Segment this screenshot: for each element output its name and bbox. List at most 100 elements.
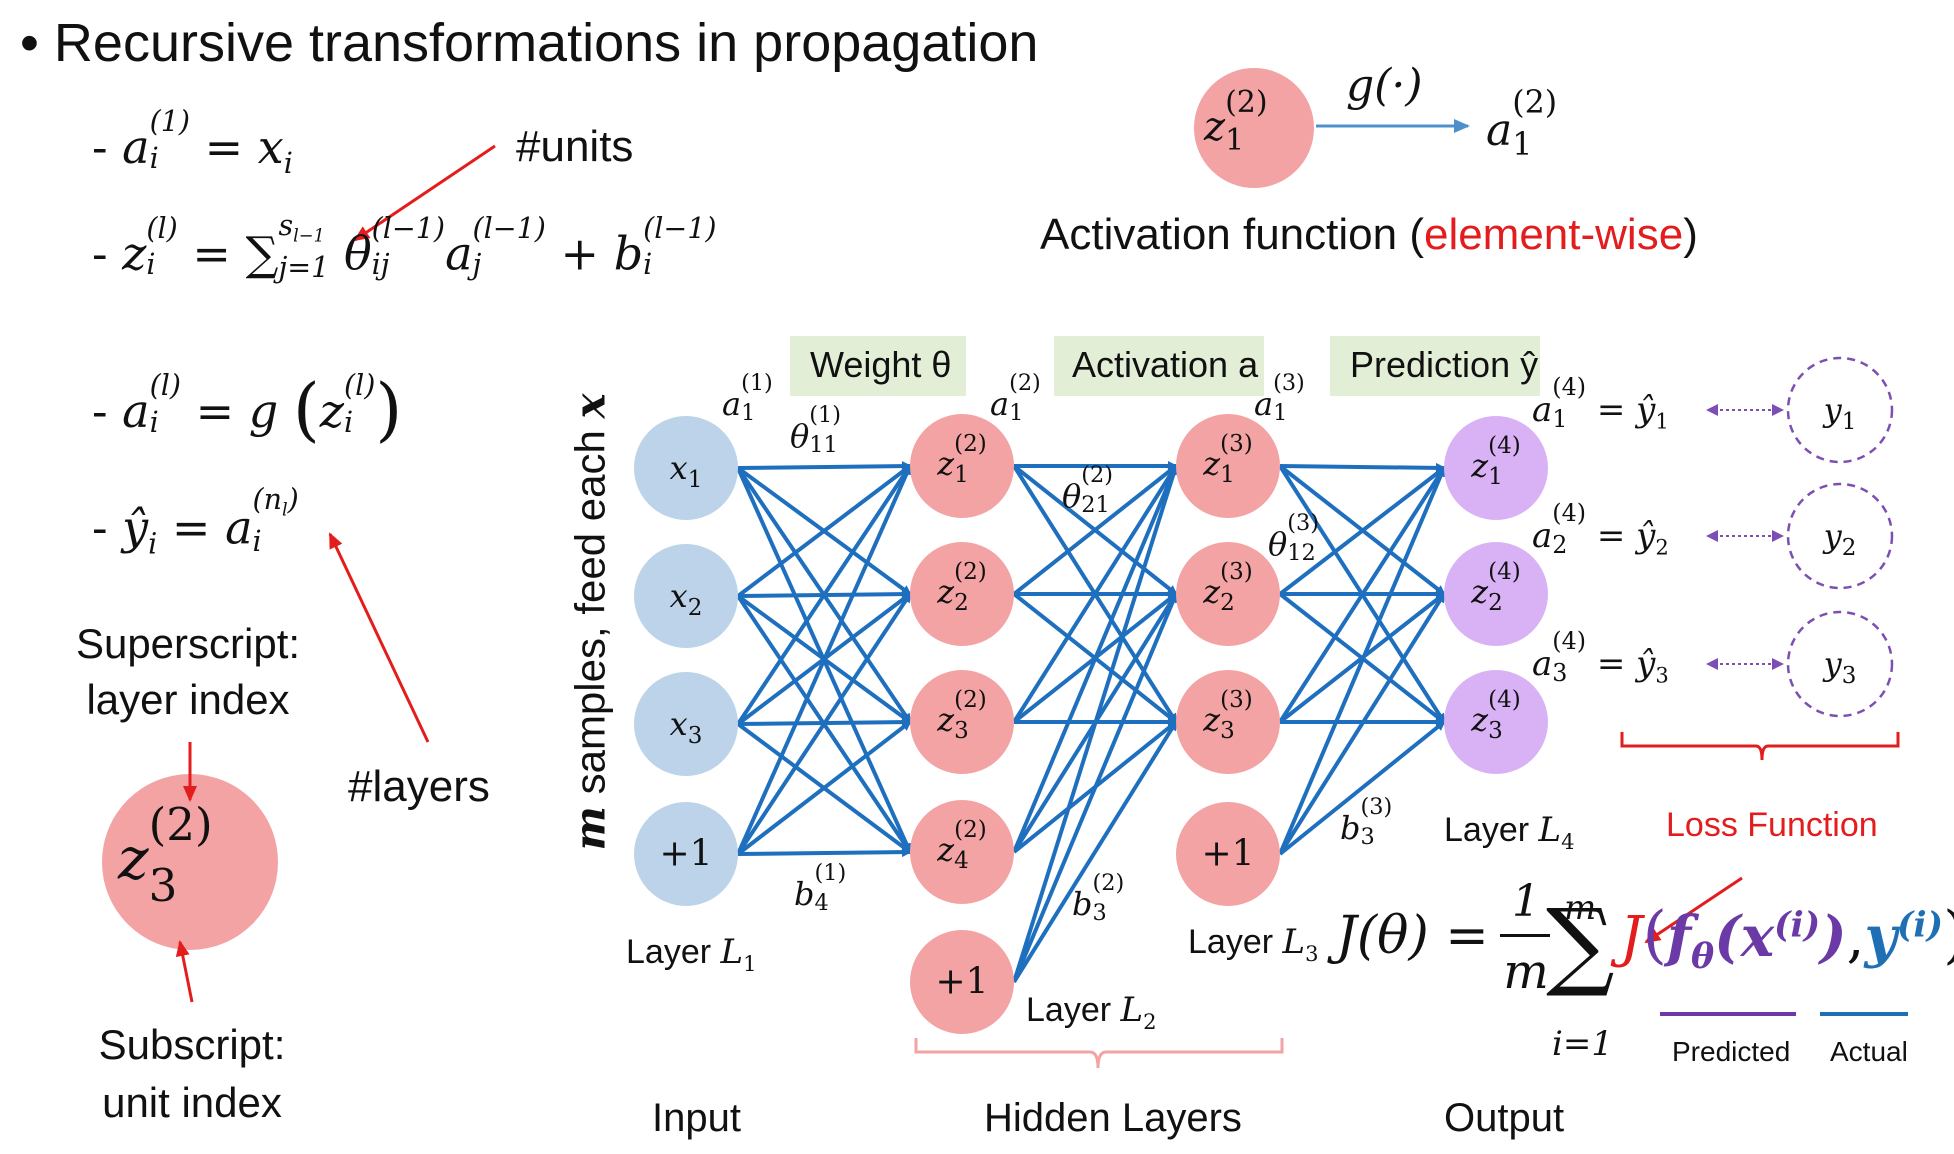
- eq2-sub: i: [146, 248, 156, 282]
- hidden1-node-1: [910, 414, 1014, 518]
- side-x: x: [565, 393, 615, 419]
- big-node-label: z(2)3: [118, 802, 213, 910]
- hidden1-node-2: [910, 542, 1014, 646]
- eq3-close: ): [375, 370, 403, 450]
- output-node-label-3: z(4)3: [1471, 688, 1520, 745]
- output-node-1: [1444, 416, 1548, 520]
- target-node-3: [1786, 610, 1894, 718]
- target-node-label-3-sub: 3: [1841, 662, 1857, 689]
- hidden1-node-label-2-base: z: [937, 572, 955, 611]
- hidden2-node-label-1-base: z: [1203, 444, 1221, 483]
- hidden1-node-4: [910, 800, 1014, 904]
- title-text: Recursive transformations in propagation: [53, 13, 1039, 73]
- dash: -: [92, 226, 108, 281]
- b3-3-base: b: [1340, 808, 1361, 847]
- hidden1-node-label-1-base: z: [937, 444, 955, 483]
- activation-func: g(·): [1346, 60, 1423, 111]
- hidden1-node-label-4: z(2)4: [937, 818, 986, 875]
- a1-sub: 1: [741, 400, 756, 427]
- hidden2-node-label-1-sup: (3): [1220, 430, 1253, 457]
- L1-base: L: [720, 932, 744, 972]
- subscript-line-2: unit index: [102, 1079, 282, 1126]
- output-node-label-2: z(4)2: [1471, 560, 1520, 617]
- loss-function-label: Loss Function: [1666, 806, 1878, 844]
- big-node-base: z: [118, 824, 149, 893]
- eq3-z-sup: (l): [344, 369, 376, 403]
- eq1-a: a: [122, 120, 150, 174]
- eq2-b-sup: (l−1): [643, 211, 717, 245]
- eq4-sup-sub: l: [282, 500, 288, 521]
- input-node-2: [634, 544, 738, 648]
- out-eq-sub-1: 1: [1655, 408, 1669, 434]
- edge-label-a1: a(1)1: [722, 372, 773, 429]
- hidden1-node-label-1: z(2)1: [937, 432, 986, 489]
- eq3-g: = g: [195, 384, 279, 438]
- theta12-sub: 12: [1287, 540, 1316, 567]
- activation-header: Activation a: [1072, 344, 1259, 385]
- hidden1-node-3: [910, 670, 1014, 774]
- output-node-3: [1444, 670, 1548, 774]
- l3-edge-1-0: [1278, 466, 1446, 596]
- prediction-header: Prediction ŷ: [1350, 344, 1539, 385]
- out-a-3: a: [1532, 643, 1553, 684]
- L1-text: Layer: [626, 933, 721, 971]
- layer-label-L4: Layer L4: [1444, 810, 1575, 854]
- units-label: #units: [516, 122, 634, 171]
- hidden2-node-label-3-base: z: [1203, 700, 1221, 739]
- hidden2-node-label-2-sub: 2: [1220, 590, 1235, 616]
- bottom-label-input: Input: [652, 1096, 741, 1140]
- caption-elementwise: element-wise: [1423, 210, 1684, 259]
- output-node-label-2-sup: (4): [1488, 558, 1521, 585]
- hidden1-node-label-3-sup: (2): [954, 686, 987, 713]
- eq2-sum: = ∑: [192, 226, 279, 281]
- b3-2-sub: 3: [1092, 900, 1107, 927]
- eq4-sup: (n: [252, 483, 283, 516]
- output-node-label-1-base: z: [1471, 446, 1489, 485]
- theta21-sup: (2): [1081, 462, 1113, 488]
- prediction-header-bg: [1330, 336, 1540, 396]
- input-node-label-1-sub: 1: [687, 466, 703, 493]
- hidden2-node-label-3-sub: 3: [1220, 718, 1235, 744]
- hidden2-node-4: [1176, 802, 1280, 906]
- activation-out-sub: 1: [1512, 126, 1533, 163]
- bullet-marker: •: [20, 13, 39, 73]
- output-node-label-1-sub: 1: [1488, 464, 1503, 490]
- eq2-theta-sub: ij: [371, 248, 390, 282]
- cost-J: J: [1620, 905, 1643, 970]
- hidden2-node-label-2-sup: (3): [1220, 558, 1253, 585]
- L4-sub: 4: [1561, 828, 1575, 854]
- eq2-theta: θ: [343, 226, 372, 281]
- out-sup-2: (4): [1552, 499, 1586, 527]
- samples-side-label: m samples, feed each x: [566, 393, 615, 850]
- out-sub-1: 1: [1552, 404, 1568, 433]
- l2-edge-4-1: [1012, 592, 1178, 983]
- l1-edge-3-2: [736, 720, 912, 856]
- output-eq-3: a(4)3 = ŷ3: [1532, 629, 1669, 690]
- eq2-sum-sub: j=1: [278, 251, 330, 285]
- b3-2-base: b: [1072, 884, 1093, 923]
- subscript-note: Subscript: unit index: [72, 1016, 312, 1132]
- superscript-note: Superscript: layer index: [68, 616, 308, 728]
- a3-base: a: [1254, 384, 1274, 423]
- cost-sum-symbol: ∑: [1546, 888, 1615, 1000]
- hidden1-node-label-5-text: +1: [935, 961, 989, 1003]
- dash: -: [92, 120, 108, 174]
- hidden2-node-label-3-sup: (3): [1220, 686, 1253, 713]
- layer-label-L3: Layer L3: [1188, 922, 1319, 966]
- layer-label-L2: Layer L2: [1026, 990, 1157, 1034]
- hidden2-node-label-3: z(3) 3: [1203, 688, 1252, 745]
- cost-lhs: J(θ) =: [1336, 906, 1489, 966]
- theta12-sup: (3): [1287, 510, 1319, 536]
- hidden1-node-label-4-sub: 4: [954, 848, 969, 874]
- cost-y: y: [1864, 904, 1897, 970]
- l2-edge-3-0: [1012, 464, 1178, 853]
- activation-node-sup: (2): [1225, 85, 1268, 120]
- edge-label-theta12: θ(3)12: [1268, 512, 1319, 569]
- edge-label-theta11: θ(1)11: [790, 404, 841, 461]
- eq4-yhat: ŷ: [122, 500, 149, 555]
- out-sup-1: (4): [1552, 373, 1586, 401]
- hidden-brace: [914, 1038, 1284, 1069]
- hidden1-node-label-4-base: z: [937, 830, 955, 869]
